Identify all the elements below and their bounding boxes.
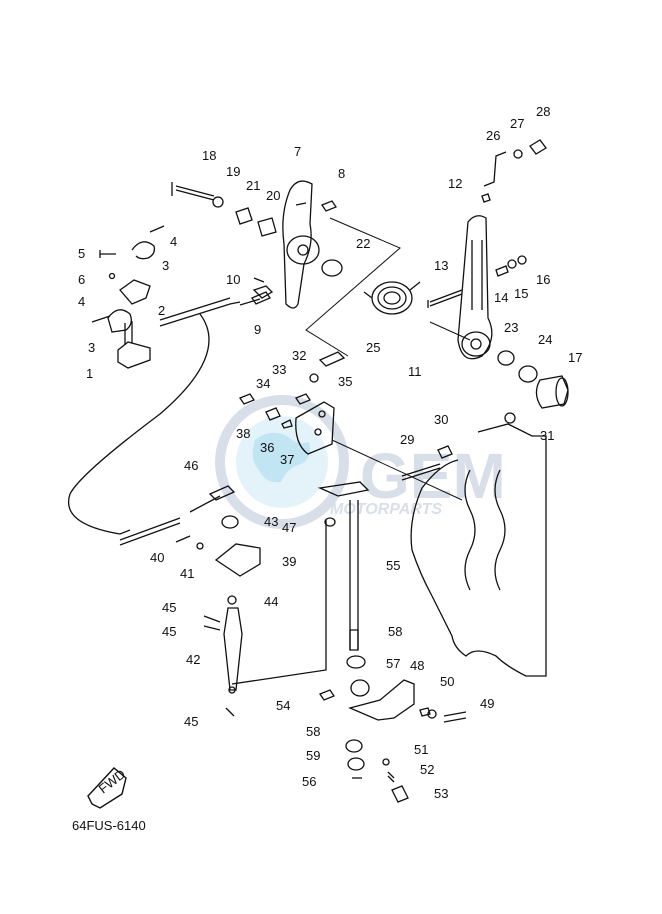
callout-label: 41 bbox=[180, 566, 194, 581]
callout-label: 40 bbox=[150, 550, 164, 565]
callout-label: 55 bbox=[386, 558, 400, 573]
callout-label: 50 bbox=[440, 674, 454, 689]
callout-label: 2 bbox=[158, 303, 165, 318]
callout-label: 53 bbox=[434, 786, 448, 801]
callout-label: 39 bbox=[282, 554, 296, 569]
callout-label: 42 bbox=[186, 652, 200, 667]
callout-label: 29 bbox=[400, 432, 414, 447]
callout-label: 14 bbox=[494, 290, 508, 305]
part-13-bolt bbox=[427, 289, 463, 308]
part-7-throttle-lever bbox=[282, 180, 320, 309]
callout-label: 28 bbox=[536, 104, 550, 119]
callout-label: 7 bbox=[294, 144, 301, 159]
watermark-subtext: MOTORPARTS bbox=[330, 501, 442, 518]
callout-label: 9 bbox=[254, 322, 261, 337]
callout-label: 57 bbox=[386, 656, 400, 671]
part-30-nut bbox=[437, 445, 453, 459]
callout-label: 38 bbox=[236, 426, 250, 441]
parts-18-21 bbox=[171, 182, 277, 299]
callout-label: 3 bbox=[88, 340, 95, 355]
callout-label: 30 bbox=[434, 412, 448, 427]
callout-label: 32 bbox=[292, 348, 306, 363]
engine-block bbox=[410, 423, 547, 677]
callout-label: 56 bbox=[302, 774, 316, 789]
callout-label: 25 bbox=[366, 340, 380, 355]
part-1-holder bbox=[91, 225, 165, 369]
callout-label: 10 bbox=[226, 272, 240, 287]
callout-label: 13 bbox=[434, 258, 448, 273]
callout-labels: 1 2 3 3 4 4 5 6 7 8 9 10 11 12 13 14 15 … bbox=[78, 104, 582, 801]
part-25-spring bbox=[363, 281, 421, 315]
callout-label: 3 bbox=[162, 258, 169, 273]
callout-label: 16 bbox=[536, 272, 550, 287]
parts-14-16 bbox=[495, 255, 527, 277]
callout-label: 47 bbox=[282, 520, 296, 535]
callout-label: 27 bbox=[510, 116, 524, 131]
callout-label: 20 bbox=[266, 188, 280, 203]
callout-label: 36 bbox=[260, 440, 274, 455]
callout-label: 48 bbox=[410, 658, 424, 673]
callout-label: 24 bbox=[538, 332, 552, 347]
part-55-rod bbox=[231, 481, 370, 685]
callout-label: 45 bbox=[162, 624, 176, 639]
part-29-bolt bbox=[401, 463, 441, 481]
callout-label: 4 bbox=[78, 294, 85, 309]
callout-label: 58 bbox=[306, 724, 320, 739]
parts-48-59 bbox=[319, 655, 467, 803]
part-42-link bbox=[203, 595, 243, 717]
callout-label: 46 bbox=[184, 458, 198, 473]
callout-label: 15 bbox=[514, 286, 528, 301]
callout-label: 54 bbox=[276, 698, 290, 713]
watermark: GEM MOTORPARTS bbox=[215, 395, 506, 529]
callout-label: 33 bbox=[272, 362, 286, 377]
fwd-label: FWD bbox=[96, 766, 129, 796]
callout-label: 12 bbox=[448, 176, 462, 191]
callout-label: 4 bbox=[170, 234, 177, 249]
callout-label: 19 bbox=[226, 164, 240, 179]
part-10-clip bbox=[253, 277, 265, 283]
callout-label: 6 bbox=[78, 272, 85, 287]
callout-label: 49 bbox=[480, 696, 494, 711]
callout-label: 59 bbox=[306, 748, 320, 763]
part-11-arm bbox=[457, 215, 493, 360]
part-35-plate bbox=[295, 401, 335, 455]
callout-label: 1 bbox=[86, 366, 93, 381]
callout-label: 11 bbox=[408, 364, 422, 379]
part-9-joint bbox=[251, 291, 271, 305]
callout-label: 8 bbox=[338, 166, 345, 181]
callout-label: 43 bbox=[264, 514, 278, 529]
callout-label: 45 bbox=[162, 600, 176, 615]
fwd-arrow: FWD bbox=[87, 766, 129, 809]
parts-17-23-24 bbox=[497, 350, 569, 409]
leader-lines bbox=[305, 217, 471, 501]
callout-label: 34 bbox=[256, 376, 270, 391]
callout-label: 51 bbox=[414, 742, 428, 757]
part-8-screw bbox=[321, 200, 337, 212]
part-22-collar bbox=[321, 259, 343, 277]
callout-label: 58 bbox=[388, 624, 402, 639]
parts-32-38 bbox=[239, 351, 346, 429]
callout-label: 21 bbox=[246, 178, 260, 193]
callout-label: 26 bbox=[486, 128, 500, 143]
callout-label: 17 bbox=[568, 350, 582, 365]
callout-label: 31 bbox=[540, 428, 554, 443]
callout-label: 45 bbox=[184, 714, 198, 729]
callout-label: 35 bbox=[338, 374, 352, 389]
callout-label: 37 bbox=[280, 452, 294, 467]
parts-12-26-28 bbox=[481, 139, 547, 203]
callout-label: 44 bbox=[264, 594, 278, 609]
diagram-code: 64FUS-6140 bbox=[72, 818, 146, 833]
parts-39-46 bbox=[175, 485, 261, 577]
callout-label: 23 bbox=[504, 320, 518, 335]
callout-label: 22 bbox=[356, 236, 370, 251]
callout-label: 18 bbox=[202, 148, 216, 163]
part-drawings bbox=[68, 139, 569, 803]
throttle-cable bbox=[68, 297, 261, 546]
callout-label: 5 bbox=[78, 246, 85, 261]
callout-label: 52 bbox=[420, 762, 434, 777]
part-31-bolt bbox=[504, 412, 516, 424]
